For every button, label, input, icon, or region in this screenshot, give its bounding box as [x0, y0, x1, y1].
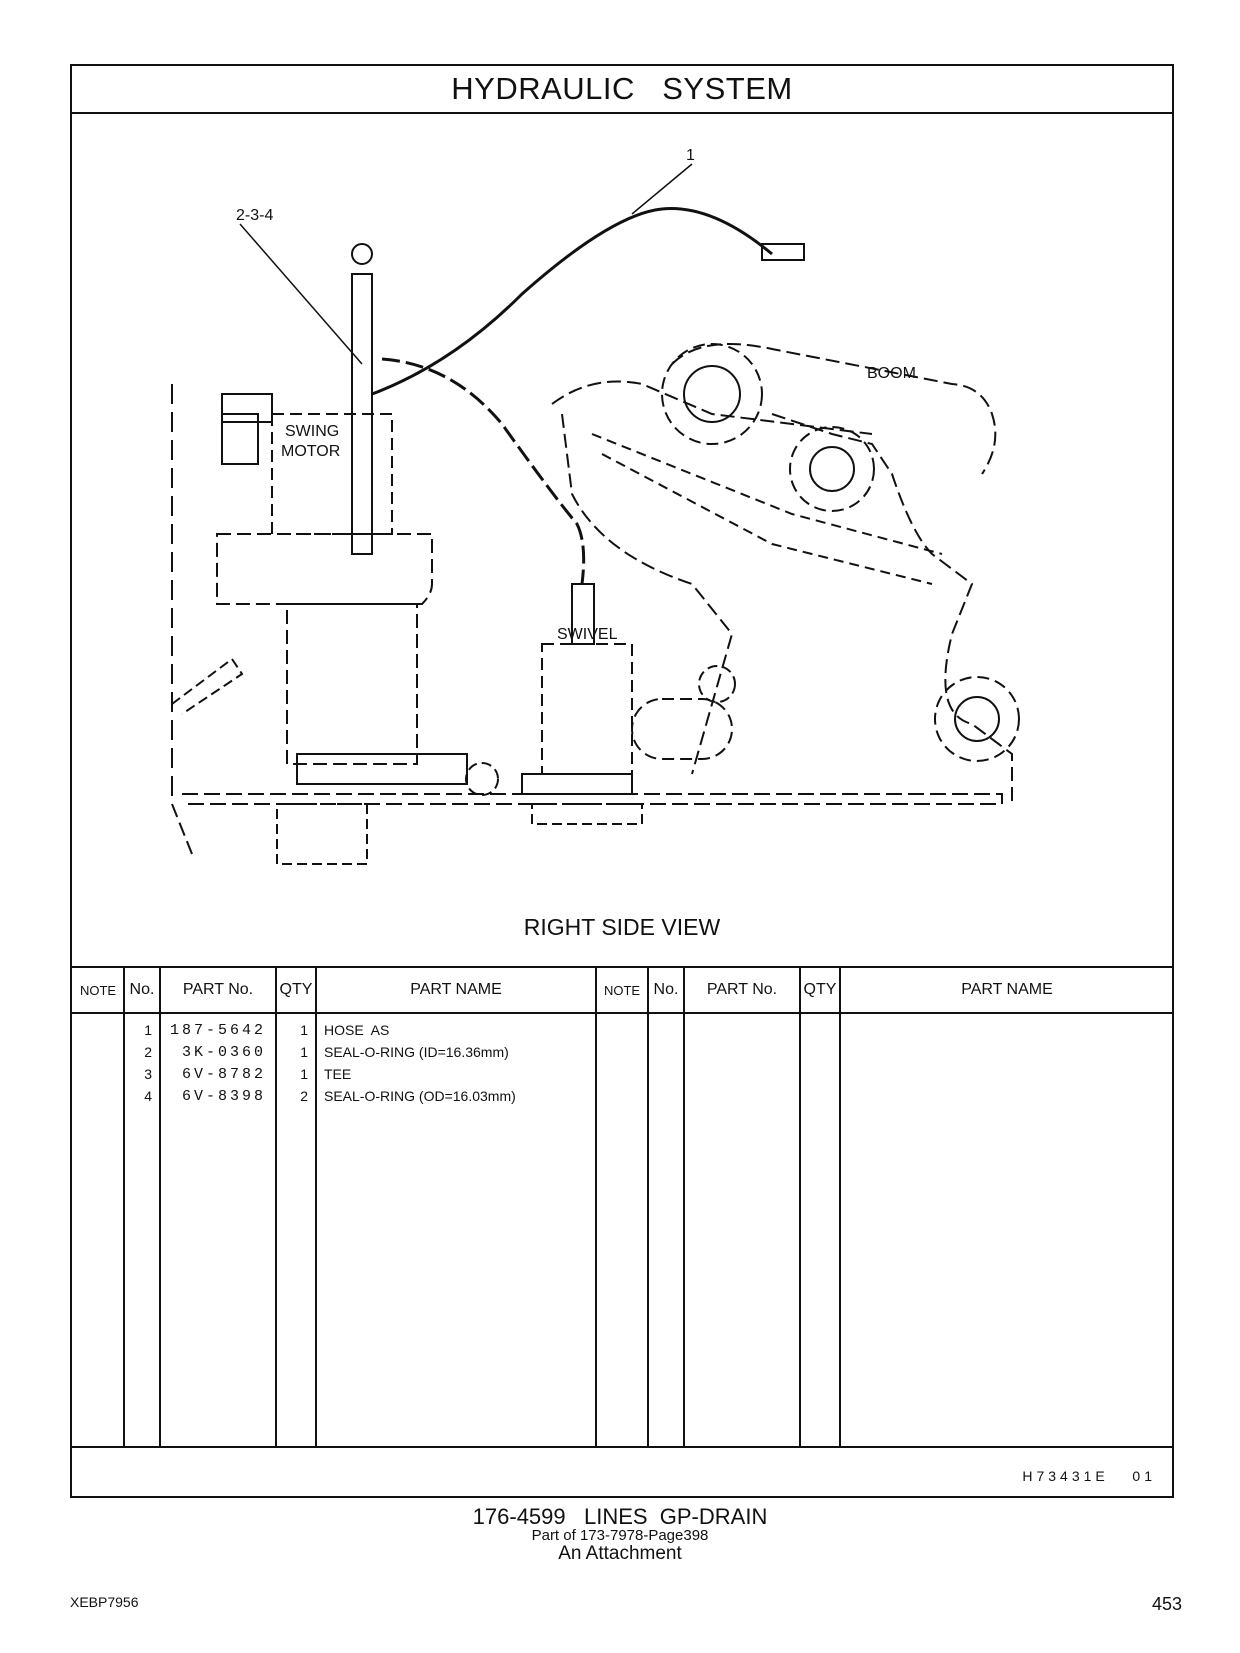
label-swing: SWING — [285, 423, 339, 440]
base-plate — [182, 793, 1003, 805]
col-divider — [799, 968, 801, 1446]
row-part-name: HOSE AS — [324, 1022, 390, 1038]
header-part-no: PART No. — [160, 968, 276, 1014]
boom-cylinder-line-2 — [601, 453, 933, 585]
page-number: 453 — [1151, 1594, 1182, 1614]
swing-motor-lower — [286, 603, 418, 765]
row-part-no: 6V-8398 — [170, 1088, 267, 1105]
boom-pivot-outer — [661, 343, 763, 445]
swing-motor-upper — [271, 413, 393, 535]
lifting-eye — [351, 243, 373, 265]
callout-2-3-4: 2-3-4 — [236, 207, 273, 224]
cylinder-pivot-outer — [789, 426, 875, 512]
rear-pivot-outer — [934, 676, 1020, 762]
group-reference: Part of 173-7978-Page398 — [531, 1527, 709, 1544]
page-title: HYDRAULIC SYSTEM — [451, 71, 793, 106]
header-qty-2: QTY — [800, 968, 840, 1014]
header-qty: QTY — [276, 968, 316, 1014]
callout-1: 1 — [686, 147, 695, 164]
row-no: 3 — [144, 1066, 152, 1082]
callout-leader-2 — [239, 223, 363, 365]
motor-fitting-1 — [221, 393, 273, 423]
row-part-no: 3K-0360 — [170, 1044, 267, 1061]
drawing-code: H73431E 01 — [1022, 1468, 1156, 1484]
row-part-name: SEAL-O-RING (OD=16.03mm) — [324, 1088, 516, 1104]
row-part-name: SEAL-O-RING (ID=16.36mm) — [324, 1044, 509, 1060]
swivel-base — [521, 773, 633, 795]
swivel-body — [541, 643, 633, 775]
row-no: 4 — [144, 1088, 152, 1104]
view-label: RIGHT SIDE VIEW — [523, 914, 721, 940]
header-no-2: No. — [648, 968, 684, 1014]
header-note-2: NOTE — [596, 968, 648, 1014]
slot — [631, 698, 733, 760]
label-swivel: SWIVEL — [557, 626, 618, 643]
boom-outline — [671, 343, 997, 475]
row-no: 1 — [144, 1022, 152, 1038]
row-qty: 1 — [300, 1066, 308, 1082]
frame-outline-right — [771, 413, 1013, 804]
parts-table: NOTE No. PART No. QTY PART NAME NOTE No.… — [72, 968, 1174, 1480]
hose-2 — [381, 357, 586, 585]
document-frame: HYDRAULIC SYSTEM — [70, 64, 1174, 1498]
group-type: An Attachment — [558, 1543, 682, 1564]
col-divider — [839, 968, 841, 1446]
document-id: XEBP7956 — [70, 1594, 139, 1610]
row-qty: 2 — [300, 1088, 308, 1104]
label-motor: MOTOR — [281, 443, 340, 460]
row-qty: 1 — [300, 1044, 308, 1060]
col-divider — [647, 968, 649, 1446]
header-part-no-2: PART No. — [684, 968, 800, 1014]
group-title: 176-4599 LINES GP-DRAIN — [472, 1504, 768, 1529]
frame-outline-left — [561, 413, 734, 775]
parts-illustration: 1 2-3-4 SWING MOTOR BOOM SWIVEL RIGHT SI… — [72, 114, 1172, 968]
hose-1 — [371, 207, 773, 396]
row-qty: 1 — [300, 1022, 308, 1038]
col-divider — [315, 968, 317, 1446]
cylinder-pivot-inner — [809, 446, 855, 492]
col-divider — [595, 968, 597, 1446]
header-no: No. — [124, 968, 160, 1014]
boom-inner-outline — [551, 380, 873, 435]
row-part-name: TEE — [324, 1066, 352, 1082]
row-part-no: 6V-8782 — [170, 1066, 267, 1083]
motor-base — [296, 753, 468, 785]
col-divider — [683, 968, 685, 1446]
label-boom: BOOM — [867, 365, 916, 382]
motor-fitting-2 — [221, 413, 259, 465]
header-part-name-2: PART NAME — [840, 968, 1174, 1014]
header-note: NOTE — [72, 968, 124, 1014]
swing-motor-body — [216, 533, 433, 605]
hole-2 — [465, 762, 499, 796]
rear-pivot-inner — [954, 696, 1000, 742]
hole-1 — [698, 665, 736, 703]
col-divider — [275, 968, 277, 1446]
callout-leader-1 — [631, 163, 693, 215]
boom-pivot-inner — [683, 365, 741, 423]
boom-cylinder-line — [591, 433, 943, 555]
table-footer-divider — [72, 1446, 1172, 1448]
motor-pipe — [351, 273, 373, 555]
col-divider — [159, 968, 161, 1446]
title-bar: HYDRAULIC SYSTEM — [72, 66, 1172, 114]
counterweight-block — [276, 803, 368, 865]
row-part-no: 187-5642 — [170, 1022, 267, 1039]
header-part-name: PART NAME — [316, 968, 596, 1014]
row-no: 2 — [144, 1044, 152, 1060]
hose-coupling — [761, 243, 805, 261]
hydraulic-drawing: 1 2-3-4 SWING MOTOR BOOM SWIVEL — [171, 147, 1020, 865]
col-divider — [123, 968, 125, 1446]
